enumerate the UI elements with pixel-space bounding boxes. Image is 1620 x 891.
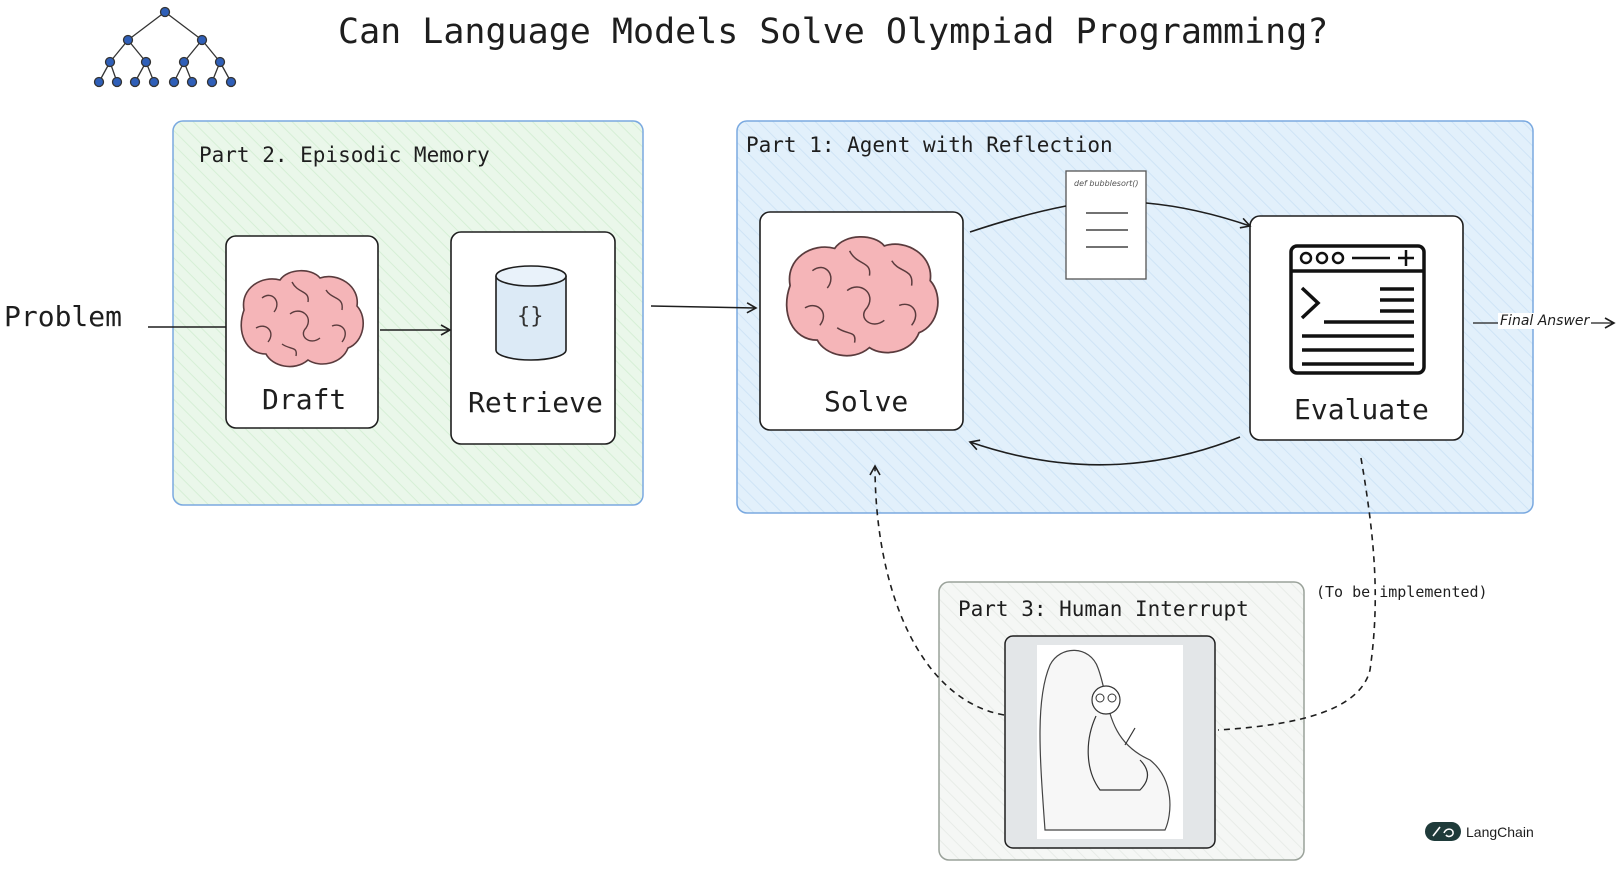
evaluate-to-human-arrow	[1217, 457, 1377, 731]
human-interrupt-label: Part 3: Human Interrupt	[958, 597, 1249, 621]
draft-label: Draft	[262, 383, 347, 416]
terminal-window-icon	[1289, 244, 1426, 375]
page-title: Can Language Models Solve Olympiad Progr…	[338, 12, 1329, 52]
human-to-solve-arrow	[869, 464, 1005, 716]
to-be-implemented-note: (To be implemented)	[1316, 583, 1488, 601]
problem-label: Problem	[4, 300, 123, 333]
langchain-brand: LangChain	[1466, 824, 1534, 840]
document-icon	[1065, 170, 1147, 280]
brain-icon	[240, 269, 365, 368]
database-symbol: {}	[517, 304, 544, 329]
solve-to-evaluate-arrow	[969, 202, 1250, 232]
langchain-logo-icon	[1425, 822, 1461, 841]
tree-logo-icon	[93, 6, 237, 88]
final-answer-label: Final Answer	[1498, 313, 1592, 329]
retrieve-label: Retrieve	[468, 386, 603, 419]
evaluate-to-solve-arrow	[968, 436, 1241, 466]
document-text: def bubblesort()	[1074, 179, 1139, 188]
agent-reflection-label: Part 1: Agent with Reflection	[746, 133, 1113, 157]
solve-label: Solve	[824, 385, 909, 418]
database-icon	[495, 265, 567, 361]
brain-icon	[785, 236, 939, 357]
evaluate-label: Evaluate	[1294, 393, 1429, 426]
memory-to-agent-arrow	[650, 302, 758, 314]
episodic-memory-label: Part 2. Episodic Memory	[199, 143, 490, 167]
human-meme-image	[1004, 635, 1216, 849]
